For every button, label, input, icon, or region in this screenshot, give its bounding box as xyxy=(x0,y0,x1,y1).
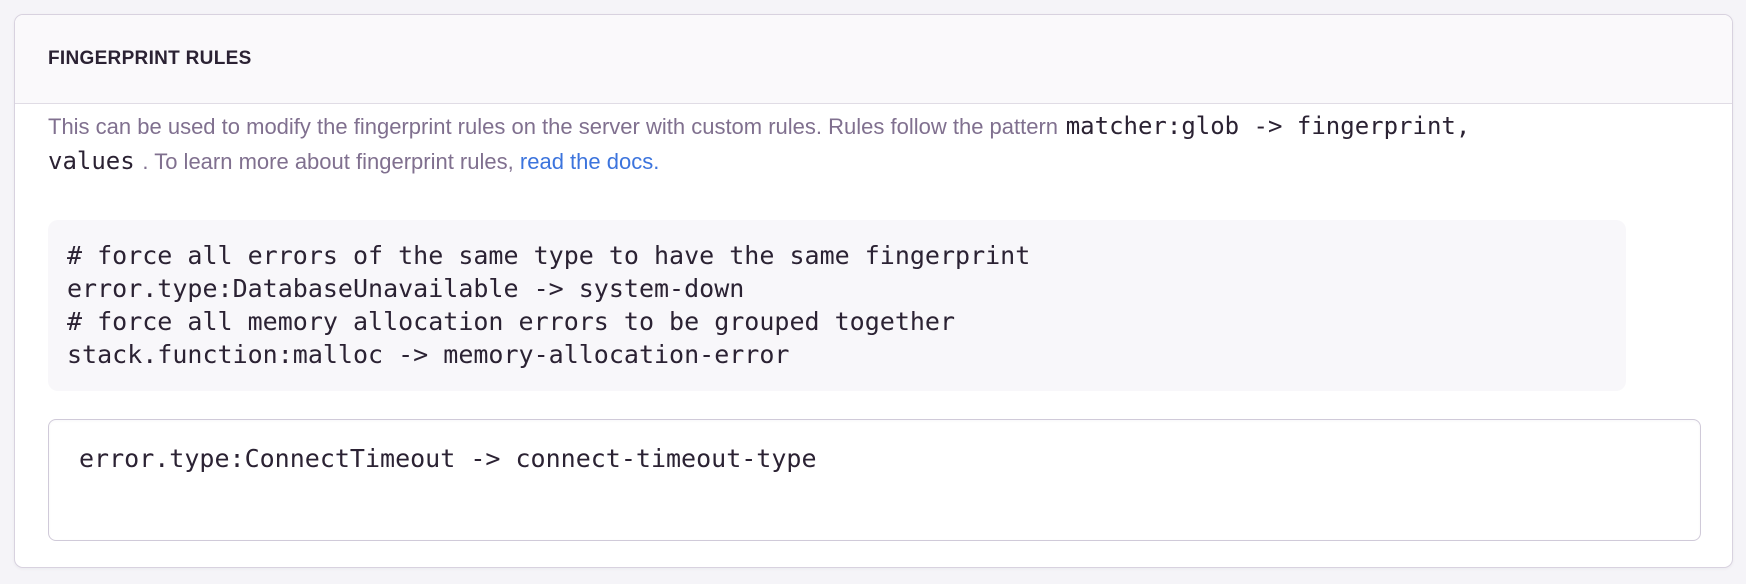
pattern-inline-code-values: values xyxy=(48,147,135,175)
example-code-line: # force all errors of the same type to h… xyxy=(67,241,1031,270)
description-line-2: values . To learn more about fingerprint … xyxy=(48,144,1699,179)
pattern-inline-code: matcher:glob -> fingerprint, xyxy=(1065,112,1471,140)
panel-body: This can be used to modify the fingerpri… xyxy=(15,104,1732,567)
fingerprint-rules-panel: FINGERPRINT RULES This can be used to mo… xyxy=(14,14,1733,568)
example-code-line: stack.function:malloc -> memory-allocati… xyxy=(67,340,790,369)
read-the-docs-link[interactable]: read the docs. xyxy=(519,149,660,174)
example-code-block: # force all errors of the same type to h… xyxy=(48,220,1626,391)
fingerprint-rules-input[interactable]: error.type:ConnectTimeout -> connect-tim… xyxy=(48,419,1701,541)
description-text-2: . To learn more about fingerprint rules, xyxy=(142,149,514,174)
example-code: # force all errors of the same type to h… xyxy=(67,239,1606,371)
panel-title: FINGERPRINT RULES xyxy=(48,48,252,69)
panel-description: This can be used to modify the fingerpri… xyxy=(48,109,1699,179)
example-code-line: error.type:DatabaseUnavailable -> system… xyxy=(67,274,745,303)
description-line-1: This can be used to modify the fingerpri… xyxy=(48,109,1699,144)
example-code-line: # force all memory allocation errors to … xyxy=(67,307,956,336)
panel-header: FINGERPRINT RULES xyxy=(15,15,1732,104)
description-text: This can be used to modify the fingerpri… xyxy=(48,114,1059,139)
